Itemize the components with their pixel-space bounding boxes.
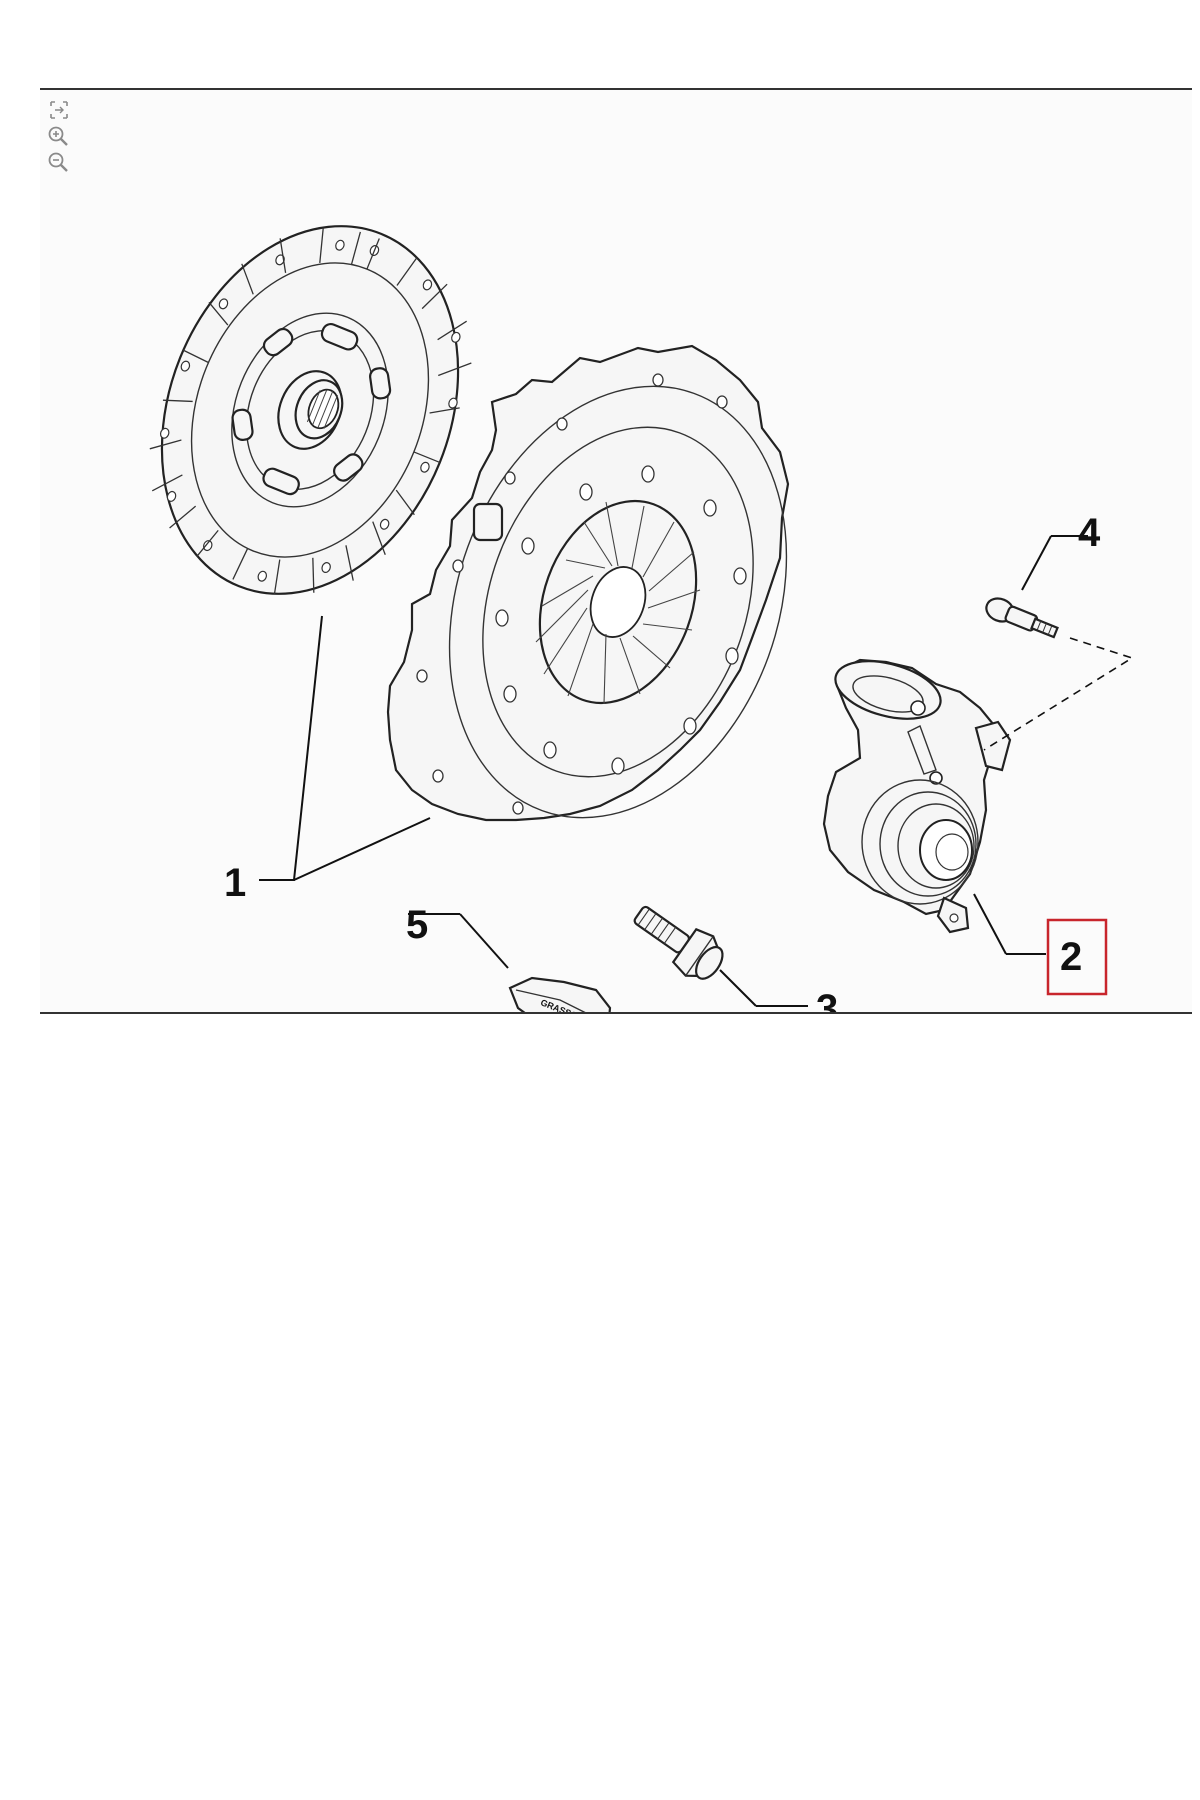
exploded-diagram-viewer: GRASSO 1 2 3 4 5 xyxy=(40,88,1192,1014)
callout-5: 5 xyxy=(406,903,428,947)
release-bearing xyxy=(822,658,1012,934)
callout-2-highlight xyxy=(1046,918,1108,996)
clutch-disc xyxy=(149,225,472,595)
callout-4: 4 xyxy=(1078,511,1101,555)
clutch-exploded-drawing: GRASSO 1 2 3 4 5 xyxy=(149,225,1134,1012)
screw xyxy=(985,597,1059,639)
zoom-out-icon[interactable] xyxy=(46,150,72,174)
callout-1: 1 xyxy=(224,861,246,905)
callout-2: 2 xyxy=(1060,935,1082,979)
grease-tube: GRASSO xyxy=(508,976,612,1012)
fit-to-page-icon[interactable] xyxy=(46,98,72,122)
pressure-plate xyxy=(386,344,790,822)
callout-3: 3 xyxy=(816,987,838,1012)
zoom-in-icon[interactable] xyxy=(46,124,72,148)
viewer-toolbar xyxy=(46,98,72,176)
leader-lines xyxy=(259,535,1134,1007)
mounting-bolt xyxy=(633,905,724,980)
